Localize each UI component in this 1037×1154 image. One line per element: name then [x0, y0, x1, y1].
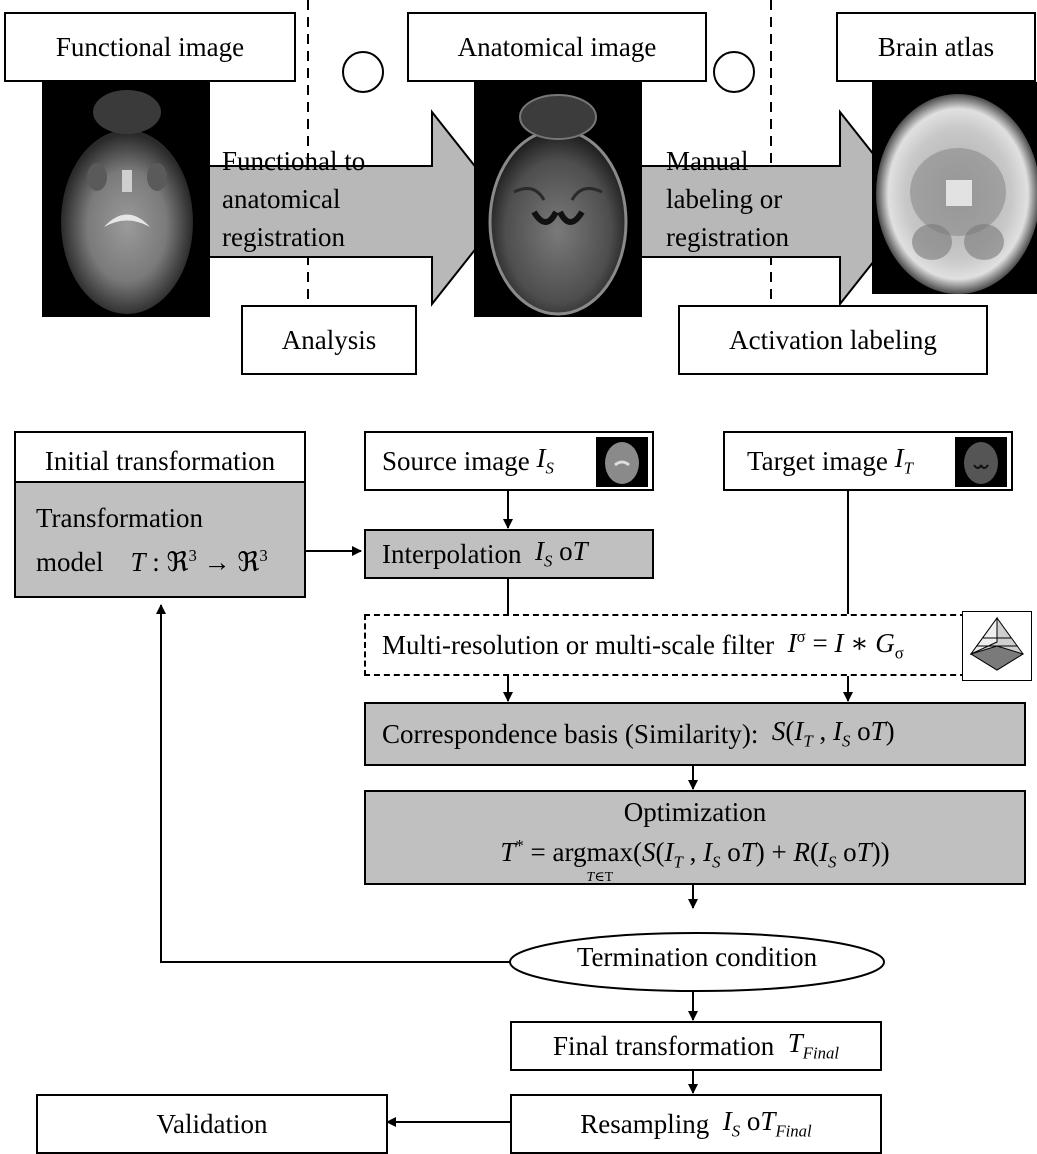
arrow2-line3: registration — [666, 222, 789, 252]
anatomical-image-text: Anatomical image — [457, 31, 657, 62]
interpolation-text: Interpolation — [382, 538, 522, 569]
arrow2-line1: Manual — [666, 146, 749, 176]
target-image-box: Target image IT — [723, 431, 1013, 491]
target-image-text: Target image — [747, 445, 888, 476]
optimization-title: Optimization — [623, 797, 767, 828]
anatomical-mri-image — [474, 82, 642, 317]
source-image-box: Source image IS — [364, 431, 654, 491]
transformation-model-box: Transformation model T : ℜ3 → ℜ3 — [14, 481, 306, 598]
analysis-label: Analysis — [241, 305, 417, 375]
target-image-thumbnail — [955, 437, 1007, 487]
final-transformation-box: Final transformation TFinal — [510, 1021, 882, 1071]
transformation-model-formula: T : ℜ3 → ℜ3 — [130, 545, 268, 577]
multiresolution-filter-box: Multi-resolution or multi-scale filter I… — [364, 614, 976, 676]
functional-image-text: Functional image — [55, 31, 245, 62]
termination-ellipse — [509, 932, 885, 992]
circle-marker-left — [342, 51, 384, 93]
final-transformation-text: Final transformation — [552, 1030, 775, 1061]
source-image-symbol: IS — [529, 443, 554, 478]
termination-condition-label: Termination condition — [576, 942, 818, 972]
interpolation-formula: IS oT — [534, 536, 588, 571]
interpolation-box: Interpolation IS oT — [364, 529, 654, 579]
arrow2-line2: labeling or — [666, 184, 783, 214]
resampling-box: Resampling IS oTFinal — [510, 1094, 882, 1154]
functional-mri-image — [42, 82, 210, 317]
arrow-functional-to-anatomical — [207, 109, 510, 307]
brain-atlas-text: Brain atlas — [877, 31, 995, 62]
transformation-model-line2: model T : ℜ3 → ℜ3 — [36, 537, 268, 581]
validation-box: Validation — [36, 1094, 388, 1154]
brain-atlas-label: Brain atlas — [836, 12, 1036, 82]
analysis-text: Analysis — [281, 324, 377, 355]
connector-termination-feedback — [156, 604, 510, 963]
correspondence-basis-text: Correspondence basis (Similarity): — [382, 718, 759, 749]
source-image-thumbnail — [596, 437, 648, 487]
pyramid-icon — [962, 611, 1032, 681]
multiresolution-filter-formula: Iσ = I ∗ Gσ — [787, 626, 904, 663]
transformation-model-line1: Transformation — [36, 502, 203, 533]
anatomical-image-label: Anatomical image — [407, 12, 707, 82]
activation-labeling-text: Activation labeling — [729, 324, 937, 355]
arrow1-line2: anatomical — [222, 184, 341, 214]
transformation-model-word: model — [36, 546, 104, 577]
final-transformation-symbol: TFinal — [787, 1028, 839, 1063]
arrow1-line3: registration — [222, 222, 345, 252]
brain-atlas-image — [872, 82, 1037, 294]
activation-labeling-label: Activation labeling — [678, 305, 988, 375]
resampling-text: Resampling — [580, 1108, 710, 1139]
source-image-text: Source image — [382, 445, 530, 476]
arrow1-line1: Functional to — [222, 146, 366, 176]
multiresolution-filter-text: Multi-resolution or multi-scale filter — [382, 629, 775, 660]
resampling-formula: IS oTFinal — [722, 1106, 812, 1141]
correspondence-basis-box: Correspondence basis (Similarity): S(IT … — [364, 702, 1026, 766]
correspondence-basis-formula: S(IT , IS oT) — [771, 716, 895, 751]
validation-text: Validation — [156, 1108, 268, 1139]
functional-image-label: Functional image — [4, 12, 296, 82]
initial-transformation-text: Initial transformation — [44, 445, 276, 476]
circle-marker-right — [713, 51, 755, 93]
target-image-symbol: IT — [887, 443, 913, 478]
